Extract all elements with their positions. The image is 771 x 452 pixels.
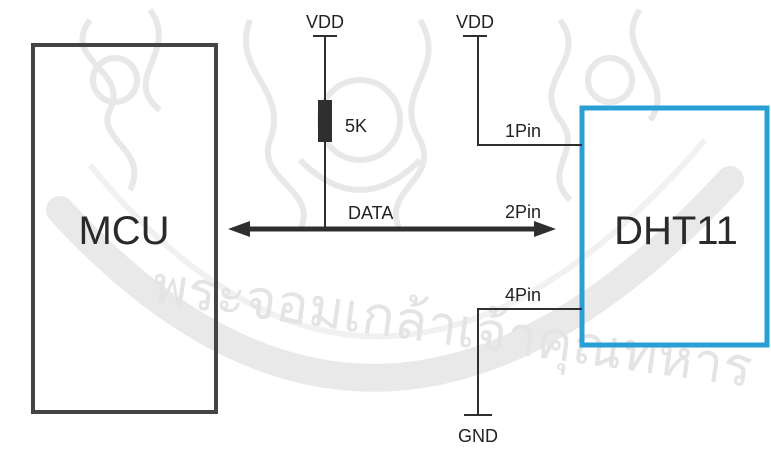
data-arrow-left <box>228 221 250 237</box>
pin4-label: 4Pin <box>505 285 541 305</box>
resistor-label: 5K <box>345 116 367 136</box>
vdd-left-label: VDD <box>306 12 344 32</box>
watermark-ornament-left <box>79 8 162 192</box>
pin1-wire <box>477 36 582 146</box>
mcu-box <box>31 43 218 414</box>
mcu-label: MCU <box>78 209 169 253</box>
watermark-ornament-right <box>548 8 661 203</box>
dht11-box <box>579 105 770 348</box>
pin2-label: 2Pin <box>505 202 541 222</box>
pin1-label: 1Pin <box>505 121 541 141</box>
watermark-arc <box>46 166 744 392</box>
dht11-label: DHT11 <box>614 209 738 253</box>
resistor <box>318 100 332 142</box>
data-arrow-right <box>534 221 556 237</box>
watermark-ornament-center <box>242 18 432 232</box>
watermark-arc-inner <box>87 138 708 340</box>
pin4-wire <box>477 308 582 415</box>
vdd-right-label: VDD <box>456 12 494 32</box>
data-label: DATA <box>348 203 393 223</box>
gnd-label: GND <box>458 426 498 446</box>
